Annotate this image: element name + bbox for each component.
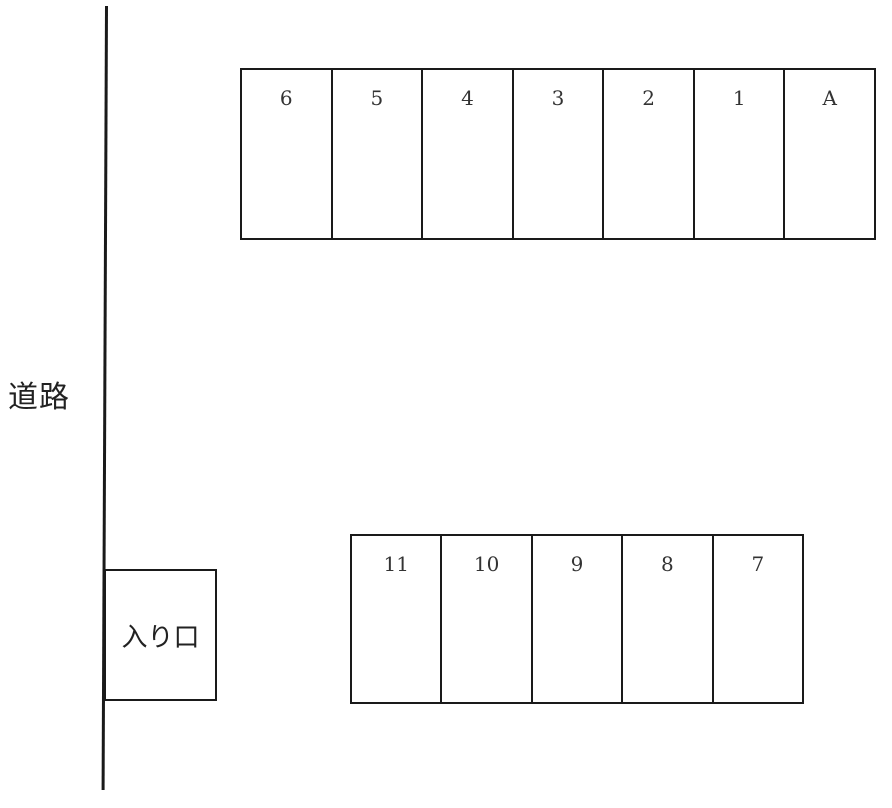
parking-space-number: 7 <box>751 552 765 576</box>
parking-space-number: 5 <box>370 86 384 110</box>
parking-space-number: 4 <box>461 86 474 110</box>
parking-space-9[interactable]: 9 <box>533 536 624 702</box>
parking-space-number: 3 <box>551 86 565 110</box>
parking-space-2[interactable]: 2 <box>604 70 695 238</box>
parking-row-top: 6 5 4 3 2 1 A <box>240 68 876 240</box>
parking-space-6[interactable]: 6 <box>242 70 333 238</box>
parking-space-number: 1 <box>732 86 746 110</box>
parking-space-number: 9 <box>570 552 584 576</box>
entrance-box: 入り口 <box>104 569 217 701</box>
entrance-label: 入り口 <box>121 622 200 653</box>
parking-space-8[interactable]: 8 <box>623 536 714 702</box>
parking-space-11[interactable]: 11 <box>352 536 443 702</box>
parking-space-number: 2 <box>642 86 655 110</box>
parking-space-3[interactable]: 3 <box>514 70 605 238</box>
parking-space-number: A <box>822 86 837 110</box>
parking-space-number: 8 <box>661 552 674 576</box>
parking-space-number: 6 <box>279 86 293 110</box>
parking-space-10[interactable]: 10 <box>442 536 533 702</box>
parking-space-a[interactable]: A <box>785 70 874 238</box>
parking-space-1[interactable]: 1 <box>695 70 786 238</box>
parking-space-7[interactable]: 7 <box>714 536 802 702</box>
parking-space-number: 10 <box>473 552 500 576</box>
road-label: 道路 <box>8 380 70 415</box>
parking-space-number: 11 <box>383 552 409 576</box>
parking-row-bottom: 11 10 9 8 7 <box>350 534 804 704</box>
parking-space-4[interactable]: 4 <box>423 70 514 238</box>
parking-space-5[interactable]: 5 <box>333 70 424 238</box>
